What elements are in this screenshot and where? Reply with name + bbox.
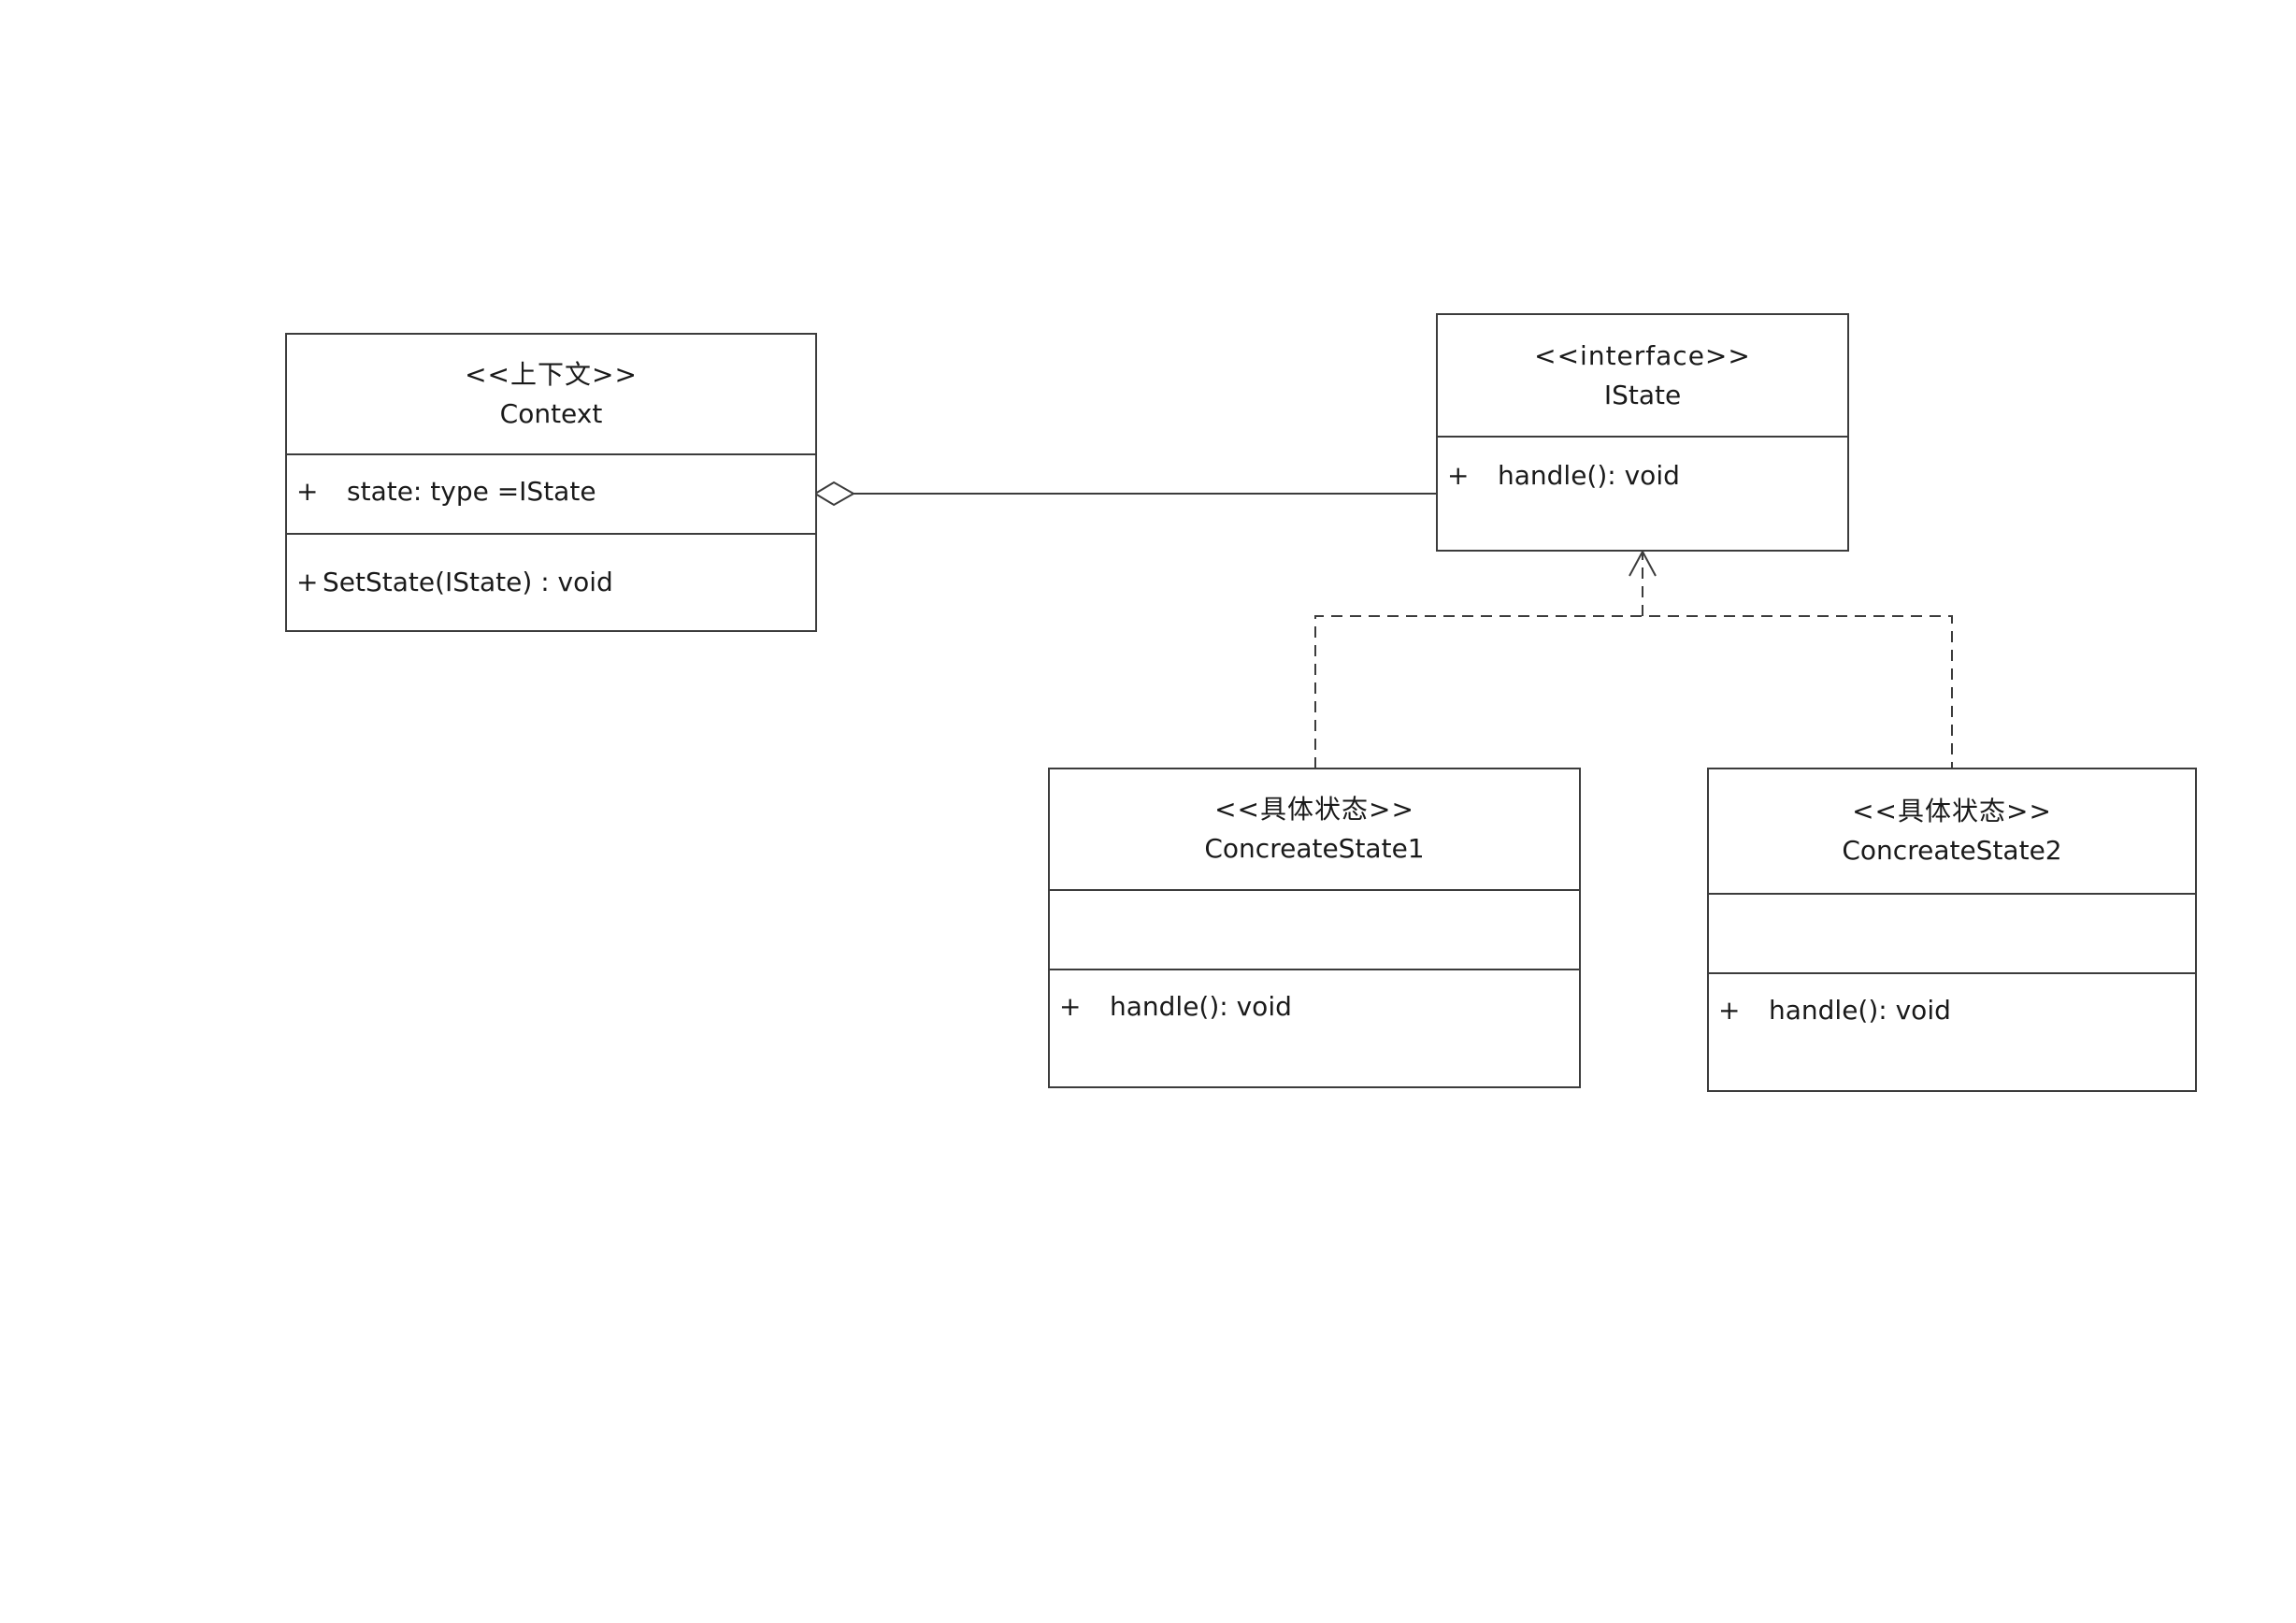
class-istate[interactable]: <<interface>> IState + handle(): void: [1436, 313, 1849, 552]
class-concrete-state-1-attributes: [1050, 891, 1579, 970]
visibility-public-icon: +: [1718, 995, 1741, 1026]
class-concrete-state-2-header: <<具体状态>> ConcreateState2: [1709, 769, 2195, 895]
class-context-operations: + SetState(IState) : void: [287, 535, 815, 630]
class-concrete-state-1-header: <<具体状态>> ConcreateState1: [1050, 769, 1579, 891]
operation-setstate-signature: SetState(IState) : void: [323, 567, 613, 597]
class-context-header: <<上下文>> Context: [287, 335, 815, 455]
class-istate-operations: + handle(): void: [1438, 438, 1847, 550]
class-context-stereotype: <<上下文>>: [465, 358, 638, 390]
class-concrete-state-1-stereotype: <<具体状态>>: [1214, 794, 1414, 825]
class-istate-stereotype: <<interface>>: [1534, 339, 1751, 371]
realization-branch-line: [1314, 615, 1953, 768]
class-concrete-state-2-attributes: [1709, 895, 2195, 974]
class-concrete-state-2-name: ConcreateState2: [1842, 835, 2062, 866]
class-istate-name: IState: [1603, 379, 1682, 410]
operation-handle-signature: handle(): void: [1110, 991, 1292, 1022]
visibility-public-icon: +: [296, 476, 319, 507]
operation-handle-signature: handle(): void: [1769, 995, 1951, 1026]
class-istate-header: <<interface>> IState: [1438, 315, 1847, 438]
visibility-public-icon: +: [296, 567, 319, 597]
aggregation-connector[interactable]: [813, 481, 1437, 507]
class-concrete-state-2[interactable]: <<具体状态>> ConcreateState2 + handle(): voi…: [1707, 768, 2197, 1092]
class-context-attributes: + state: type =IState: [287, 455, 815, 535]
class-context[interactable]: <<上下文>> Context + state: type =IState + …: [285, 333, 817, 632]
realization-arrowhead-icon: [1629, 549, 1657, 577]
class-context-name: Context: [499, 397, 603, 429]
realization-connector[interactable]: [1314, 549, 1953, 768]
class-concrete-state-1-name: ConcreateState1: [1204, 833, 1425, 864]
class-concrete-state-2-stereotype: <<具体状态>>: [1852, 796, 2052, 826]
operation-handle-signature: handle(): void: [1498, 460, 1680, 491]
class-concrete-state-2-operations: + handle(): void: [1709, 974, 2195, 1090]
visibility-public-icon: +: [1059, 991, 1082, 1022]
aggregation-diamond-icon: [813, 481, 856, 507]
class-concrete-state-1[interactable]: <<具体状态>> ConcreateState1 + handle(): voi…: [1048, 768, 1581, 1088]
attribute-state-signature: state: type =IState: [347, 476, 596, 507]
visibility-public-icon: +: [1447, 460, 1470, 491]
class-concrete-state-1-operations: + handle(): void: [1050, 970, 1579, 1086]
